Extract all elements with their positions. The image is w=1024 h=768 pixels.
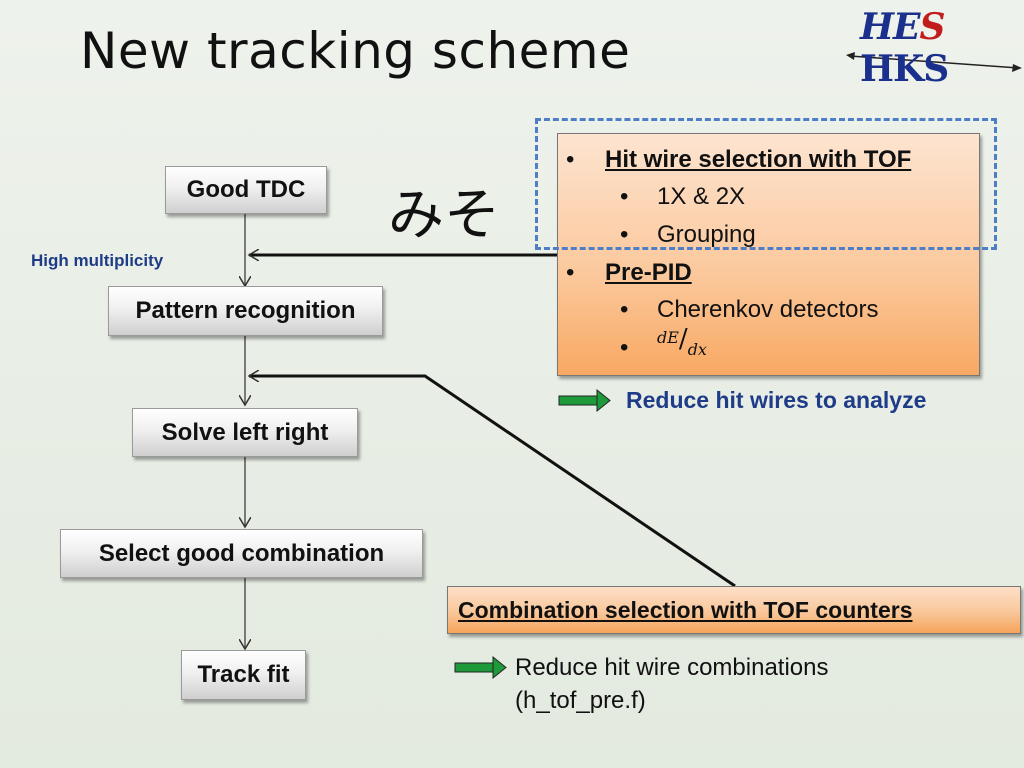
flow-step-solve-left-right: Solve left right [132,408,358,457]
bullet-icon: • [620,296,629,323]
bullet-icon: • [620,221,629,248]
combination-selection-box: Combination selection with TOF counters [447,586,1021,634]
reduce-combinations-line2: (h_tof_pre.f) [515,687,646,714]
fraction-slash: / [678,324,688,354]
flow-step-pattern-recognition: Pattern recognition [108,286,383,336]
flow-step-good-tdc: Good TDC [165,166,327,214]
miso-label: みそ [388,183,500,248]
highlight-dashed-frame [535,118,997,250]
list-item-cherenkov: Cherenkov detectors [657,296,879,323]
green-arrow-icon [558,388,611,413]
bullet-icon: • [566,146,575,173]
green-arrow-icon-2 [454,655,507,680]
bullet-icon: • [620,334,629,361]
list-item-de-dx: dE/dx [657,324,707,359]
tof-selection-box: • Hit wire selection with TOF • 1X & 2X … [557,133,980,376]
combination-feed-arrow [249,376,736,588]
tof-selection-list: • Hit wire selection with TOF • 1X & 2X … [558,134,981,377]
reduce-combinations-text: Reduce hit wire combinations (h_tof_pre.… [515,651,829,717]
flow-step-select-good-combination: Select good combination [60,529,423,578]
list-item-1x-2x: 1X & 2X [657,183,746,210]
list-item-grouping: Grouping [657,221,756,248]
flow-step-track-fit: Track fit [181,650,306,700]
logo-text: HES HKS [860,6,949,90]
reduce-combinations-line1: Reduce hit wire combinations [515,654,829,681]
reduce-hit-wires-label: Reduce hit wires to analyze [626,387,927,413]
logo-arrow-icon [846,52,1022,72]
high-multiplicity-label: High multiplicity [31,251,164,270]
list-item-hit-wire-selection: Hit wire selection with TOF [605,146,912,173]
hes-hks-logo: HES HKS [846,4,1022,90]
bullet-icon: • [620,183,629,210]
bullet-icon: • [566,259,575,286]
de-numerator: dE [657,328,679,347]
slide-title: New tracking scheme [80,22,631,80]
dx-denominator: dx [687,340,707,359]
list-item-pre-pid: Pre-PID [605,259,692,286]
